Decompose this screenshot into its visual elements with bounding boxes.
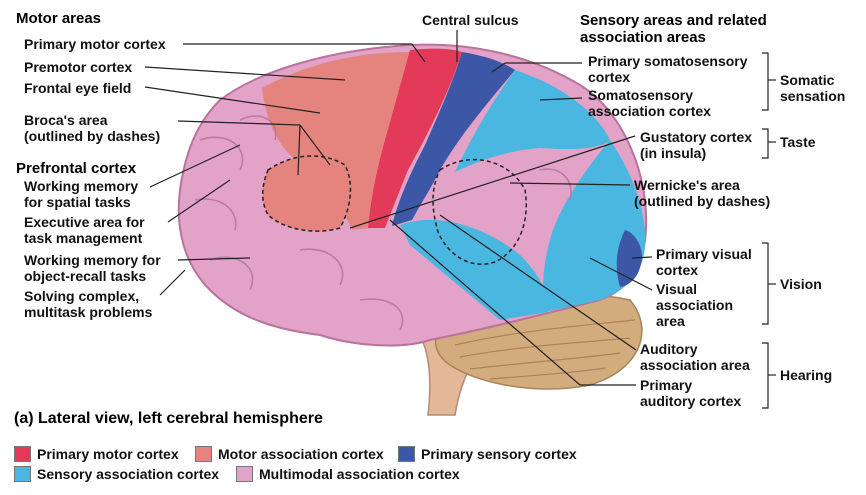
legend-swatch (14, 446, 31, 462)
label-visual-assoc-line-1: Visual (656, 281, 697, 297)
legend-primary-sensory: Primary sensory cortex (398, 446, 577, 462)
somatosensory-association-region (455, 70, 610, 172)
category-somatic-line-2: sensation (780, 88, 846, 104)
label-solving-line-2: multitask problems (24, 304, 153, 320)
sensory-heading-line-2: association areas (580, 29, 706, 46)
legend-swatch (398, 446, 415, 462)
label-primary-somatosensory-cortex: Primary somatosensory cortex (588, 53, 748, 85)
category-taste: Taste (780, 134, 816, 150)
label-working-memory-spatial: Working memory for spatial tasks (24, 178, 138, 210)
label-auditory-association-area: Auditory association area (640, 341, 750, 373)
label-solving-line-1: Solving complex, (24, 288, 140, 304)
category-somatic-line-1: Somatic (780, 72, 835, 88)
legend-motor-association: Motor association cortex (195, 446, 384, 462)
label-frontal-eye-field: Frontal eye field (24, 80, 132, 96)
label-working-spatial-line-1: Working memory (24, 178, 139, 194)
label-working-object-line-2: object-recall tasks (24, 268, 147, 284)
label-primary-motor-cortex: Primary motor cortex (24, 36, 166, 52)
label-executive-line-2: task management (24, 230, 143, 246)
label-primary-visual-line-2: cortex (656, 262, 699, 278)
cerebellum-folia (454, 319, 636, 380)
primary-motor-region (368, 48, 462, 228)
label-broca-line-2: (outlined by dashes) (24, 128, 161, 144)
label-working-memory-object: Working memory for object-recall tasks (24, 252, 161, 284)
label-solving-complex: Solving complex, multitask problems (24, 288, 152, 320)
figure-caption: (a) Lateral view, left cerebral hemisphe… (14, 410, 323, 427)
motor-areas-heading: Motor areas (16, 10, 102, 27)
label-primary-auditory-line-2: auditory cortex (640, 393, 742, 409)
wernicke-outline (432, 158, 527, 265)
label-working-spatial-line-2: for spatial tasks (24, 194, 131, 210)
category-vision: Vision (780, 276, 822, 292)
label-central-sulcus: Central sulcus (422, 12, 519, 28)
label-auditory-assoc-line-2: association area (640, 357, 750, 373)
label-somatosensory-assoc-line-2: association cortex (588, 103, 711, 119)
label-broca-line-1: Broca's area (24, 112, 108, 128)
legend-label: Motor association cortex (218, 446, 384, 462)
sensory-heading-line-1: Sensory areas and related (580, 12, 767, 29)
label-primary-auditory-cortex: Primary auditory cortex (640, 377, 741, 409)
legend-label: Multimodal association cortex (259, 466, 460, 482)
legend-multimodal-association: Multimodal association cortex (236, 466, 460, 482)
auditory-association-region (400, 219, 549, 320)
label-visual-assoc-line-3: area (656, 313, 685, 329)
sensory-areas-heading: Sensory areas and related association ar… (580, 12, 767, 46)
label-primary-somatosensory-line-1: Primary somatosensory (588, 53, 748, 69)
prefrontal-heading: Prefrontal cortex (16, 160, 137, 177)
label-gustatory-line-2: (in insula) (640, 145, 707, 161)
label-gustatory-line-1: Gustatory cortex (640, 129, 753, 145)
label-premotor-cortex: Premotor cortex (24, 59, 133, 75)
label-executive-area: Executive area for task management (24, 214, 145, 246)
label-working-object-line-1: Working memory for (24, 252, 161, 268)
leader-lines (144, 30, 653, 386)
label-wernicke-area: Wernicke's area (outlined by dashes) (634, 177, 770, 209)
label-somatosensory-assoc-line-1: Somatosensory (588, 87, 694, 103)
label-wernicke-line-1: Wernicke's area (634, 177, 740, 193)
label-primary-visual-cortex: Primary visual cortex (656, 246, 752, 278)
category-somatic-sensation: Somatic sensation (780, 72, 845, 104)
label-executive-line-1: Executive area for (24, 214, 145, 230)
label-visual-association-area: Visual association area (656, 281, 733, 329)
legend-label: Primary sensory cortex (421, 446, 577, 462)
legend-swatch (195, 446, 212, 462)
label-visual-assoc-line-2: association (656, 297, 734, 313)
motor-association-region (262, 52, 410, 230)
label-primary-somatosensory-line-2: cortex (588, 69, 631, 85)
primary-visual-region (616, 230, 642, 287)
label-somatosensory-association: Somatosensory association cortex (588, 87, 711, 119)
label-broca-area: Broca's area (outlined by dashes) (24, 112, 160, 144)
category-hearing: Hearing (780, 367, 833, 383)
broca-region (262, 155, 352, 232)
legend-label: Sensory association cortex (37, 466, 220, 482)
primary-somatosensory-region (392, 52, 515, 226)
legend-label: Primary motor cortex (37, 446, 179, 462)
category-brackets (762, 52, 776, 409)
legend-primary-motor: Primary motor cortex (14, 446, 179, 462)
label-auditory-assoc-line-1: Auditory (640, 341, 698, 357)
legend-swatch (236, 466, 253, 482)
legend-sensory-association: Sensory association cortex (14, 466, 219, 482)
legend-swatch (14, 466, 31, 482)
label-wernicke-line-2: (outlined by dashes) (634, 193, 771, 209)
label-gustatory-cortex: Gustatory cortex (in insula) (640, 129, 752, 161)
label-primary-auditory-line-1: Primary (640, 377, 693, 393)
label-primary-visual-line-1: Primary visual (656, 246, 752, 262)
